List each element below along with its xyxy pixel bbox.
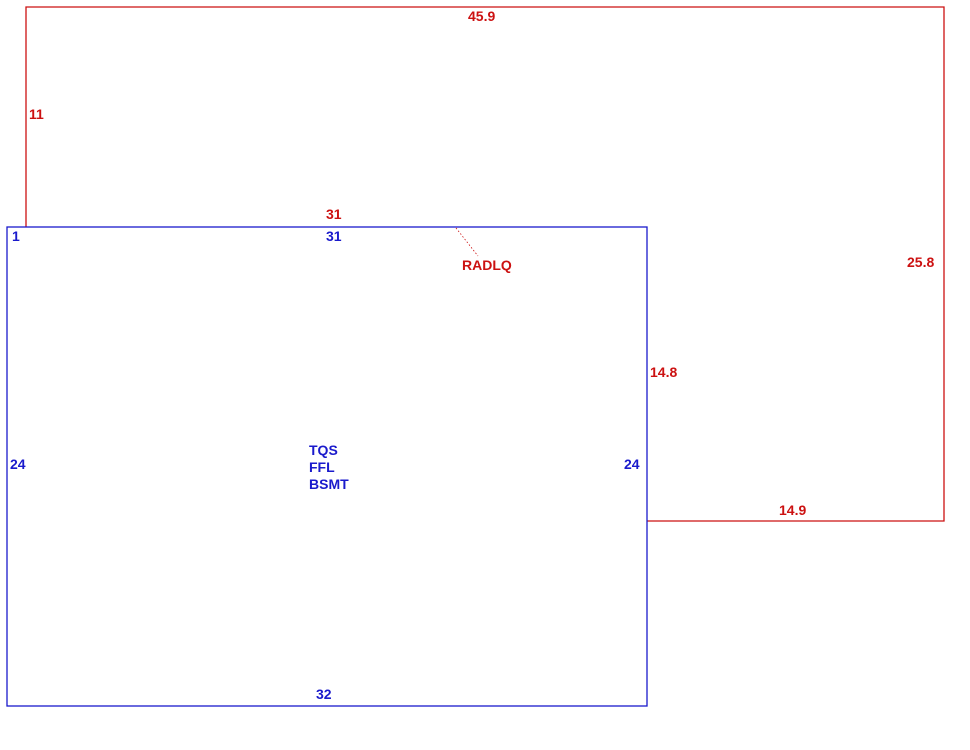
upper-dim-left: 11: [29, 106, 44, 122]
upper-dim-bottom-left: 31: [326, 206, 342, 222]
lower-dim-left: 24: [10, 456, 26, 472]
upper-dim-right: 25.8: [907, 254, 934, 270]
upper-dim-inner-right: 14.8: [650, 364, 677, 380]
lower-dim-top: 31: [326, 228, 342, 244]
upper-area-label: RADLQ: [462, 257, 512, 273]
lower-area-outline: [6, 226, 648, 707]
upper-area-leader-line: [455, 227, 479, 257]
lower-dim-right: 24: [624, 456, 640, 472]
lower-area-label-line-2: FFL: [309, 459, 335, 475]
lower-area-label-line-1: TQS: [309, 442, 338, 458]
lower-corner-marker: 1: [12, 228, 20, 244]
upper-area-outline: [25, 6, 945, 522]
upper-dim-bottom-right: 14.9: [779, 502, 806, 518]
lower-dim-bottom: 32: [316, 686, 332, 702]
lower-area-label-line-3: BSMT: [309, 476, 349, 492]
upper-dim-top: 45.9: [468, 8, 495, 24]
